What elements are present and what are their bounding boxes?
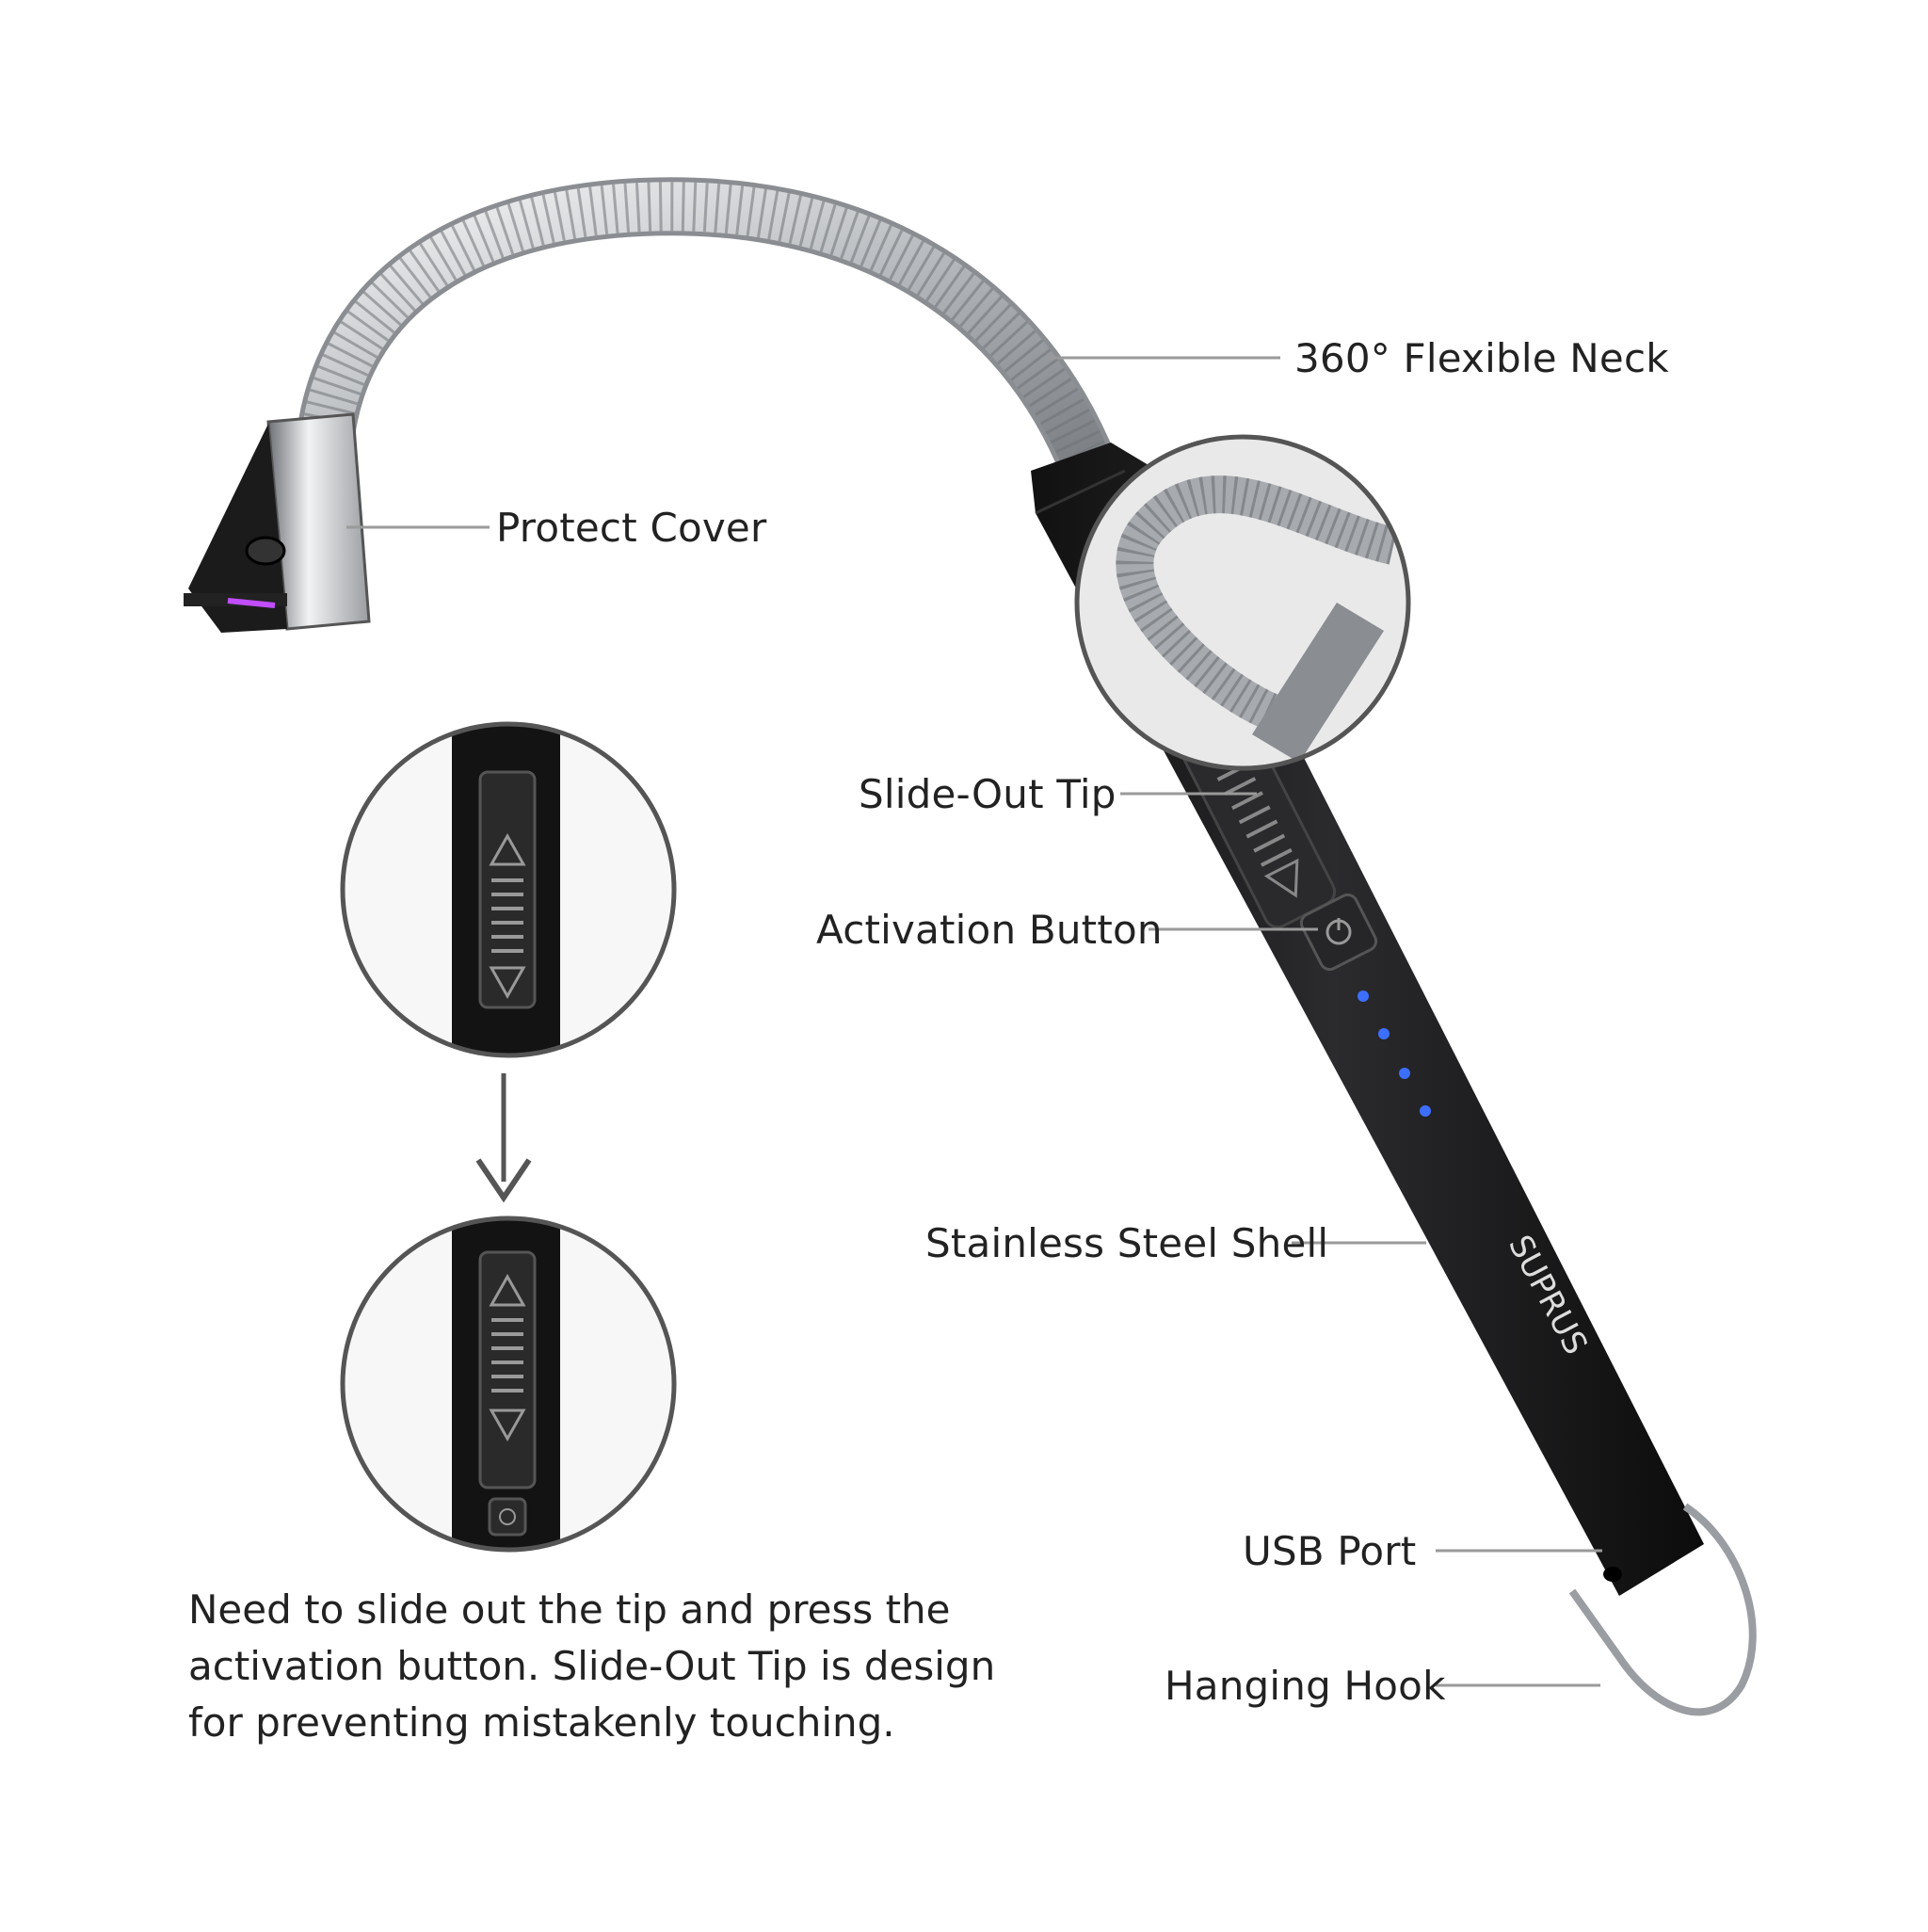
- transition-arrow: [475, 1073, 532, 1203]
- protect-cover: [184, 412, 371, 633]
- down-arrow-icon: [1263, 858, 1299, 898]
- up-arrow-icon: [489, 1273, 526, 1307]
- indicator-leds: [1358, 990, 1431, 1117]
- hanging-hook: [1568, 1503, 1757, 1716]
- down-arrow-icon: [489, 966, 526, 1000]
- usb-port: [1603, 1567, 1622, 1582]
- power-icon: [499, 1508, 516, 1525]
- label-protect-cover: Protect Cover: [496, 505, 767, 551]
- label-hanging-hook: Hanging Hook: [1165, 1663, 1446, 1709]
- down-arrow-icon: [489, 1409, 526, 1442]
- arc-spark: [227, 598, 276, 608]
- usage-note: Need to slide out the tip and press the …: [188, 1586, 996, 1746]
- label-flexible-neck: 360° Flexible Neck: [1294, 335, 1669, 381]
- slider-detail-circle-bottom: [340, 1216, 677, 1553]
- label-slide-out-tip: Slide-Out Tip: [859, 771, 1117, 817]
- label-stainless-steel-shell: Stainless Steel Shell: [925, 1220, 1329, 1266]
- label-activation-button: Activation Button: [816, 907, 1163, 953]
- activation-button: [1299, 893, 1378, 972]
- flexible-neck: [296, 177, 1112, 481]
- leader-lines: [346, 356, 1602, 1687]
- slider-detail-circle-top: [340, 721, 677, 1058]
- neck-zoom-circle: [1074, 434, 1411, 771]
- label-usb-port: USB Port: [1243, 1528, 1417, 1574]
- up-arrow-icon: [489, 832, 526, 866]
